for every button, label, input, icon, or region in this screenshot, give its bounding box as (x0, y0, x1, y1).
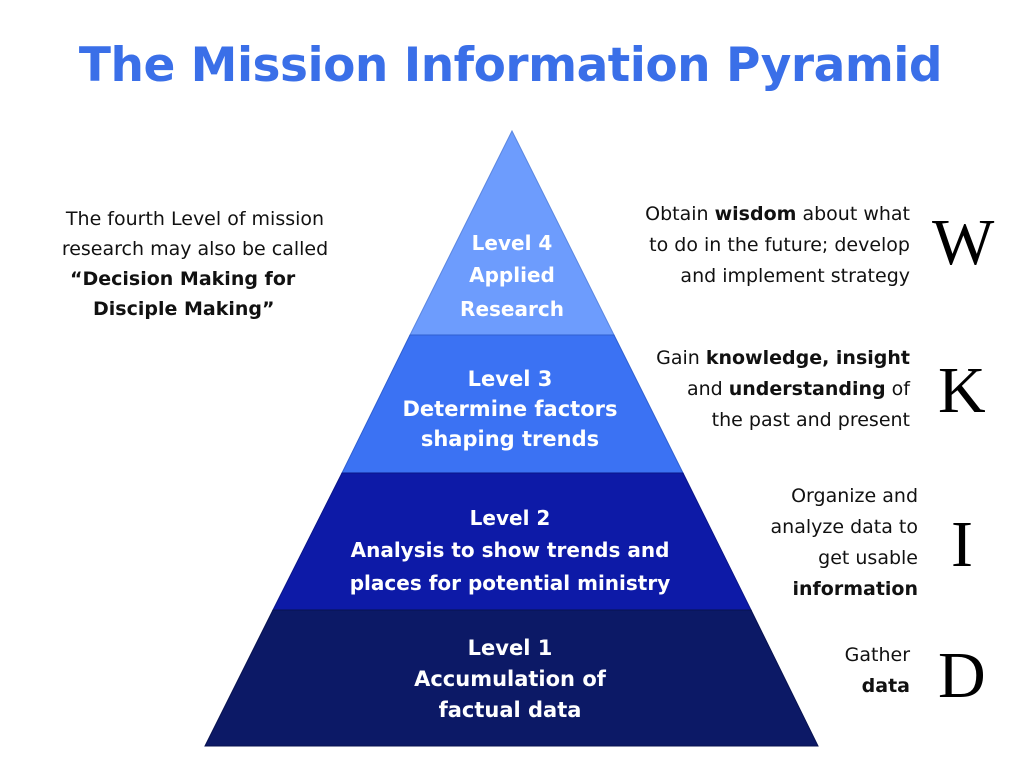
level-2-heading: Level 2 (469, 506, 551, 530)
data-line1: Gather (844, 644, 910, 666)
knowledge-text-1: Gain (656, 347, 706, 369)
information-line3: get usable (818, 547, 918, 569)
data-keyword: data (861, 675, 910, 697)
letter-d: D (938, 639, 986, 712)
level-2-label: Level 2 Analysis to show trends and plac… (310, 502, 710, 600)
knowledge-text-2: and (686, 378, 729, 400)
knowledge-text-3: of (885, 378, 910, 400)
letter-k: K (938, 354, 986, 427)
letter-i: I (951, 508, 973, 581)
level-4-line1: Applied (469, 263, 555, 287)
knowledge-line3: the past and present (711, 409, 910, 431)
level-1-line1: Accumulation of (414, 667, 606, 691)
level-3-label: Level 3 Determine factors shaping trends (360, 364, 660, 454)
letter-w: W (932, 206, 995, 279)
pyramid-level-1 (204, 609, 819, 747)
side-note-line2: research may also be called (61, 238, 329, 260)
page-title: The Mission Information Pyramid (78, 38, 943, 93)
level-4-label: Level 4 Applied Research (412, 228, 612, 326)
wisdom-text-1: Obtain (645, 203, 715, 225)
wisdom-line2: to do in the future; develop (649, 234, 910, 256)
level-1-label: Level 1 Accumulation of factual data (360, 633, 660, 726)
side-note-line1: The fourth Level of mission (65, 208, 325, 230)
information-description: Organize and analyze data to get usable … (700, 481, 918, 605)
level-1-line2: factual data (438, 698, 582, 722)
data-description: Gather data (800, 640, 910, 702)
side-note: The fourth Level of mission research may… (40, 204, 350, 324)
level-2-line2: places for potential ministry (349, 571, 671, 595)
knowledge-keyword: knowledge, insight (705, 347, 910, 369)
wisdom-keyword: wisdom (714, 203, 797, 225)
knowledge-description: Gain knowledge, insight and understandin… (600, 343, 910, 436)
level-4-heading: Level 4 (471, 231, 553, 255)
level-3-line1: Determine factors (402, 397, 618, 421)
side-note-line4: Disciple Making” (93, 298, 275, 320)
wisdom-text-2: about what (796, 203, 910, 225)
information-line2: analyze data to (770, 516, 918, 538)
level-3-line2: shaping trends (420, 427, 600, 451)
information-line1: Organize and (791, 485, 918, 507)
side-note-line3: “Decision Making for (70, 268, 296, 290)
level-1-heading: Level 1 (467, 636, 553, 660)
level-3-heading: Level 3 (467, 367, 553, 391)
information-keyword: information (792, 578, 918, 600)
level-2-line1: Analysis to show trends and (350, 538, 670, 562)
understanding-keyword: understanding (728, 378, 886, 400)
wisdom-description: Obtain wisdom about what to do in the fu… (560, 199, 910, 292)
level-4-line2: Research (460, 297, 564, 321)
wisdom-line3: and implement strategy (680, 265, 910, 287)
